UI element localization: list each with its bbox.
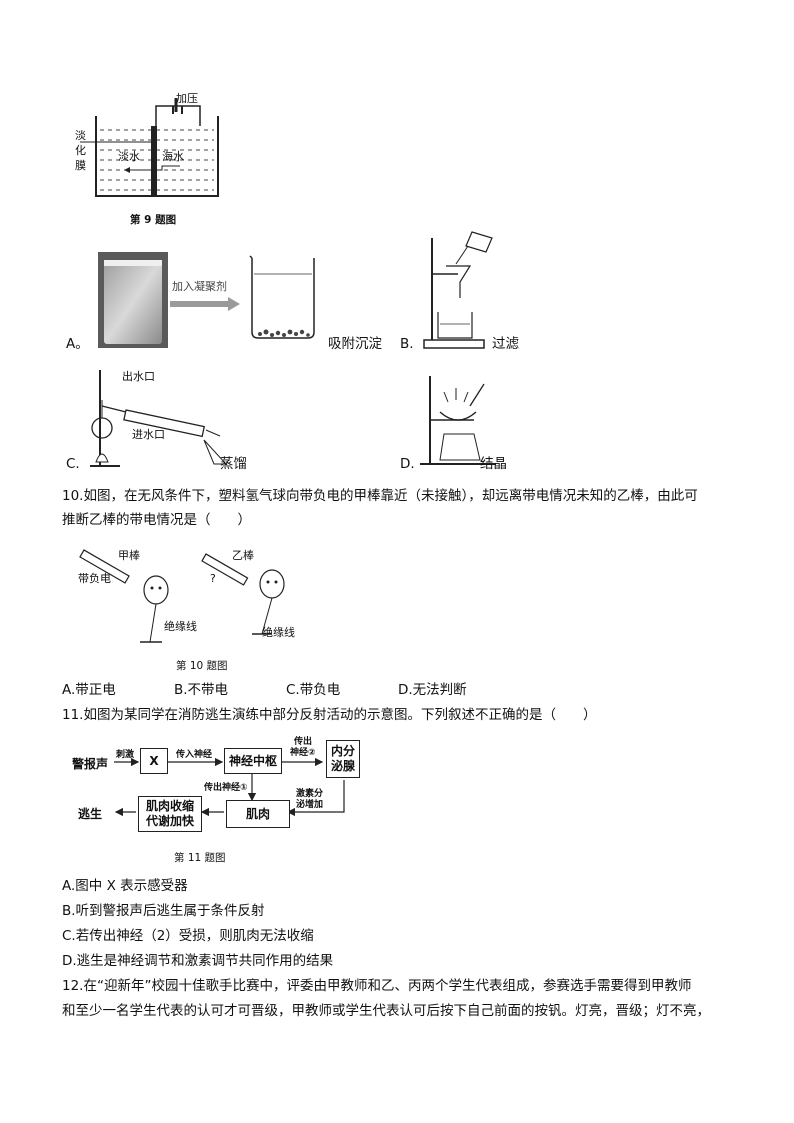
q10-question-mark: ?: [210, 572, 216, 585]
q11-option-b: B.听到警报声后逃生属于条件反射: [62, 903, 265, 919]
q11-result-line1: 肌肉收缩: [145, 799, 194, 813]
fig9-fresh-water: 淡水: [118, 150, 140, 163]
q10-option-b: B.不带电: [174, 682, 229, 698]
q11-efferent2-a: 传出: [294, 737, 313, 747]
q11-caption: 第 11 题图: [174, 852, 226, 864]
fig9-membrane-label: 淡化膜: [75, 129, 86, 172]
q11-hormone-b: 泌增加: [296, 800, 324, 810]
q11-result-line2: 代谢加快: [145, 814, 194, 828]
option-b-text: 过滤: [492, 336, 519, 352]
q11-efferent1: 传出神经①: [204, 783, 248, 793]
q12-line2: 和至少一名学生代表的认可才可晋级，甲教师或学生代表认可后按下自己前面的按钒。灯亮…: [62, 1003, 710, 1019]
fig9-sea-water: 海水: [162, 150, 184, 163]
option-c-distillation-apparatus: [86, 366, 236, 468]
option-c-letter: C.: [66, 456, 80, 472]
option-a-letter: A。: [66, 336, 89, 352]
q11-node-result: 肌肉收缩 代谢加快: [138, 796, 202, 832]
fig9-caption: 第 9 题图: [130, 214, 177, 226]
option-c-outlet-label: 出水口: [122, 370, 155, 383]
q11-efferent2-b: 神经②: [290, 748, 316, 758]
q10-negative-label: 带负电: [78, 572, 111, 585]
option-a-beaker-flocculant: [244, 252, 324, 348]
q10-option-d: D.无法判断: [398, 682, 467, 698]
q11-option-d: D.逃生是神经调节和激素调节共同作用的结果: [62, 953, 334, 969]
q10-rod-b-label: 乙棒: [232, 549, 254, 562]
q10-rod-a-label: 甲棒: [118, 549, 140, 562]
option-a-arrow-text: 加入凝聚剂: [172, 280, 227, 293]
option-a-beaker-photo: [98, 252, 168, 348]
option-a-text: 吸附沉淀: [328, 336, 382, 352]
q11-gland-line2: 泌腺: [330, 759, 355, 773]
q11-stimulus: 刺激: [116, 750, 135, 760]
q11-stem: 11.如图为某同学在消防逃生演练中部分反射活动的示意图。下列叙述不正确的是（ ）: [62, 707, 597, 723]
q10-insulation-1: 绝缘线: [164, 620, 197, 633]
q10-caption: 第 10 题图: [176, 660, 228, 672]
fig9-pressure-label: 加压: [176, 92, 198, 105]
q11-afferent: 传入神经: [176, 750, 213, 760]
desalination-tank-svg: [80, 98, 219, 197]
q10-stem-line2: 推断乙棒的带电情况是（ ）: [62, 512, 251, 528]
q11-option-c: C.若传出神经（2）受损，则肌肉无法收缩: [62, 928, 314, 944]
option-b-filtration-apparatus: [416, 228, 496, 354]
option-d-letter: D.: [400, 456, 415, 472]
q11-alarm: 警报声: [72, 757, 109, 771]
q10-option-c: C.带负电: [286, 682, 341, 698]
q11-node-gland: 内分 泌腺: [326, 740, 360, 778]
option-b-letter: B.: [400, 336, 414, 352]
fig9-diagram: [68, 86, 228, 214]
q10-stem-line1: 10.如图，在无风条件下，塑料氢气球向带负电的甲棒靠近（未接触），却远离带电情况…: [62, 488, 698, 504]
q11-node-muscle: 肌肉: [226, 800, 290, 828]
q11-node-center: 神经中枢: [224, 748, 282, 774]
option-d-crystallization-apparatus: [418, 372, 498, 470]
q11-flow-arrows: [60, 736, 380, 836]
q11-hormone-a: 激素分: [296, 789, 324, 799]
q11-escape: 逃生: [78, 807, 103, 821]
q12-line1: 12.在“迎新年”校园十佳歌手比赛中，评委由甲教师和乙、丙两个学生代表组成，参赛…: [62, 978, 692, 994]
q11-gland-line1: 内分: [330, 744, 355, 758]
option-c-text: 蒸馏: [220, 456, 247, 472]
q11-option-a: A.图中 X 表示感受器: [62, 878, 188, 894]
option-a-arrow: [170, 296, 240, 311]
option-c-inlet-label: 进水口: [132, 428, 165, 441]
q10-insulation-2: 绝缘线: [262, 626, 295, 639]
q11-node-x: X: [140, 748, 168, 774]
option-d-text: 结晶: [480, 456, 507, 472]
q10-figure: [70, 542, 320, 654]
q10-option-a: A.带正电: [62, 682, 116, 698]
